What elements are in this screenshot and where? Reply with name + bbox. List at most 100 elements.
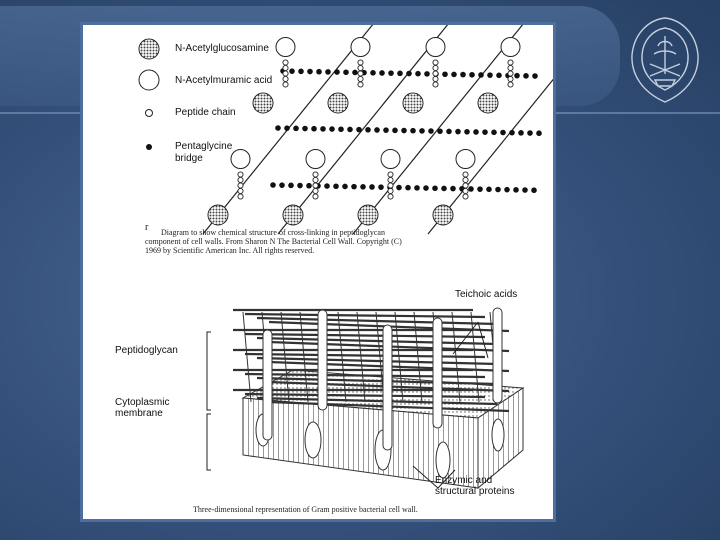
pentaglycine-dot: [365, 127, 371, 133]
pentaglycine-dot: [423, 185, 429, 191]
peptide-unit: [507, 75, 514, 83]
peptide-unit: [387, 187, 394, 195]
label-enzymic: Enzymic and: [435, 475, 493, 486]
muramic-acid-unit: [350, 37, 371, 57]
pentaglycine-dot: [396, 184, 402, 191]
glucosamine-unit: [282, 204, 304, 226]
pentaglycine-dot: [298, 68, 304, 75]
pentaglycine-dot: [405, 184, 411, 191]
pentaglycine-dot: [329, 126, 335, 132]
pentaglycine-dot: [316, 68, 322, 75]
peptide-unit: [387, 182, 394, 189]
pentaglycine-dot: [432, 185, 438, 192]
peptide-unit: [282, 59, 289, 66]
peptide-strut: [280, 311, 290, 403]
peptide-unit: [237, 171, 244, 178]
glycan-rod: [256, 336, 498, 346]
glucosamine-unit: [432, 204, 454, 226]
pentaglycine-dot: [324, 183, 330, 189]
peptide-unit: [507, 59, 514, 66]
pentaglycine-dot: [374, 127, 380, 133]
peptide-unit: [312, 176, 319, 184]
teichoic-acid-rods: [262, 307, 503, 451]
pentaglycine-dot: [356, 126, 362, 133]
figure-frame: N-Acetylglucosamine N-Acetylmuramic acid…: [80, 22, 556, 522]
peptide-unit: [237, 176, 244, 184]
diagram1-caption-line-2: component of cell walls. From Sharon N T…: [145, 237, 402, 246]
pentaglycine-dot: [388, 70, 394, 76]
muramic-acid-unit: [275, 37, 296, 57]
pentaglycine-dot: [495, 186, 501, 193]
legend-label-bridge: bridge: [175, 153, 203, 164]
glycan-rod: [244, 312, 486, 319]
pentaglycine-dot: [514, 72, 520, 79]
pentaglycine-dot: [270, 182, 276, 188]
pentaglycine-dot: [478, 72, 484, 78]
glycan-rod: [244, 352, 486, 359]
pentaglycine-dot: [473, 129, 479, 135]
pentaglycine-dot: [397, 70, 403, 77]
pentaglycine-dot: [293, 125, 299, 132]
peptide-unit: [387, 193, 394, 200]
glycan-strand: [352, 25, 524, 235]
pentaglycine-dot: [486, 186, 492, 193]
peptide-unit: [462, 187, 469, 195]
pentaglycine-dot: [369, 184, 375, 190]
pentaglycine-dot: [360, 184, 366, 190]
peptide-unit: [387, 176, 394, 184]
peptide-unit: [312, 171, 319, 178]
pentaglycine-dot: [442, 71, 448, 78]
university-seal-logo: [631, 17, 699, 103]
pentaglycine-dot: [383, 127, 389, 133]
pentaglycine-dot: [343, 69, 349, 76]
teichoic-acid-rod: [317, 309, 328, 411]
glucosamine-unit: [252, 92, 274, 114]
teichoic-acid-rod: [492, 307, 503, 404]
peptide-unit: [507, 64, 514, 72]
diagram1-caption-line-1: Diagram to show chemical structure of cr…: [161, 228, 385, 237]
pentaglycine-dot: [302, 125, 308, 132]
pentaglycine-dot: [460, 71, 466, 78]
peptide-unit: [312, 187, 319, 195]
peptide-unit: [462, 182, 469, 189]
pentaglycine-dot: [297, 182, 303, 189]
small-open-circle-icon: [145, 109, 153, 117]
glycan-rod: [256, 396, 498, 406]
glycan-rod: [244, 372, 486, 379]
label-membrane: membrane: [115, 408, 163, 419]
peptide-unit: [237, 193, 244, 200]
peptide-strut: [470, 311, 480, 403]
pentaglycine-dot: [451, 71, 457, 78]
pentaglycine-dot: [352, 69, 358, 76]
pentaglycine-dot: [370, 70, 376, 76]
peptide-strut: [413, 311, 423, 403]
protein-pointer: [412, 465, 456, 489]
muramic-acid-unit: [455, 149, 476, 169]
pentaglycine-dot: [410, 127, 416, 134]
cell-wall-3d-diagram: [206, 307, 525, 490]
peptide-unit: [432, 81, 439, 88]
hatched-circle-icon: [138, 38, 160, 60]
filled-dot-icon: [146, 144, 152, 150]
peptide-unit: [462, 193, 469, 200]
pentaglycine-dot: [289, 68, 295, 74]
pentaglycine-dot: [477, 186, 483, 192]
glycan-rod: [256, 376, 498, 386]
pentaglycine-dot: [279, 182, 285, 188]
open-circle-icon: [138, 69, 160, 91]
glucosamine-unit: [327, 92, 349, 114]
pentaglycine-dot: [284, 125, 290, 131]
peptide-unit: [357, 59, 364, 66]
legend-label-muramic-acid: N-Acetylmuramic acid: [175, 75, 273, 86]
peptide-unit: [357, 75, 364, 83]
pentaglycine-dot: [464, 128, 470, 135]
peptide-unit: [282, 81, 289, 88]
pentaglycine-dot: [482, 129, 488, 135]
peptide-unit: [507, 70, 514, 77]
pentaglycine-dot: [306, 182, 312, 189]
pentaglycine-dot: [437, 128, 443, 135]
pentaglycine-dot: [513, 187, 519, 193]
peptide-unit: [432, 59, 439, 66]
muramic-acid-unit: [305, 149, 326, 169]
muramic-acid-unit: [380, 149, 401, 169]
